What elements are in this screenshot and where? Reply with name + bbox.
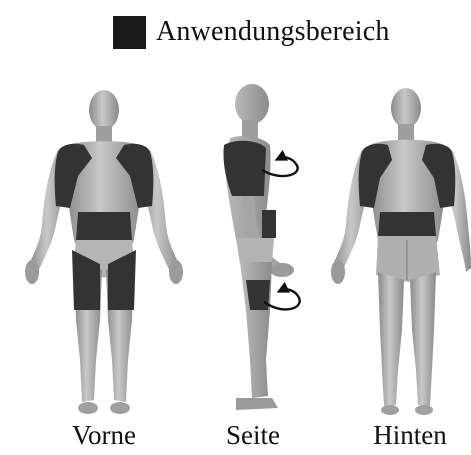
side-figure [223,84,299,410]
zone-side-upper [223,141,266,196]
zone-back-lower [378,212,436,236]
zone-side-thigh [246,280,270,310]
back-figure [331,88,471,415]
zone-front-abdomen [76,212,132,240]
view-label-back: Hinten [340,420,471,451]
view-label-side: Seite [183,420,323,451]
front-figure [25,90,183,414]
zone-side-lower-back [262,210,276,238]
view-label-front: Vorne [34,420,174,451]
